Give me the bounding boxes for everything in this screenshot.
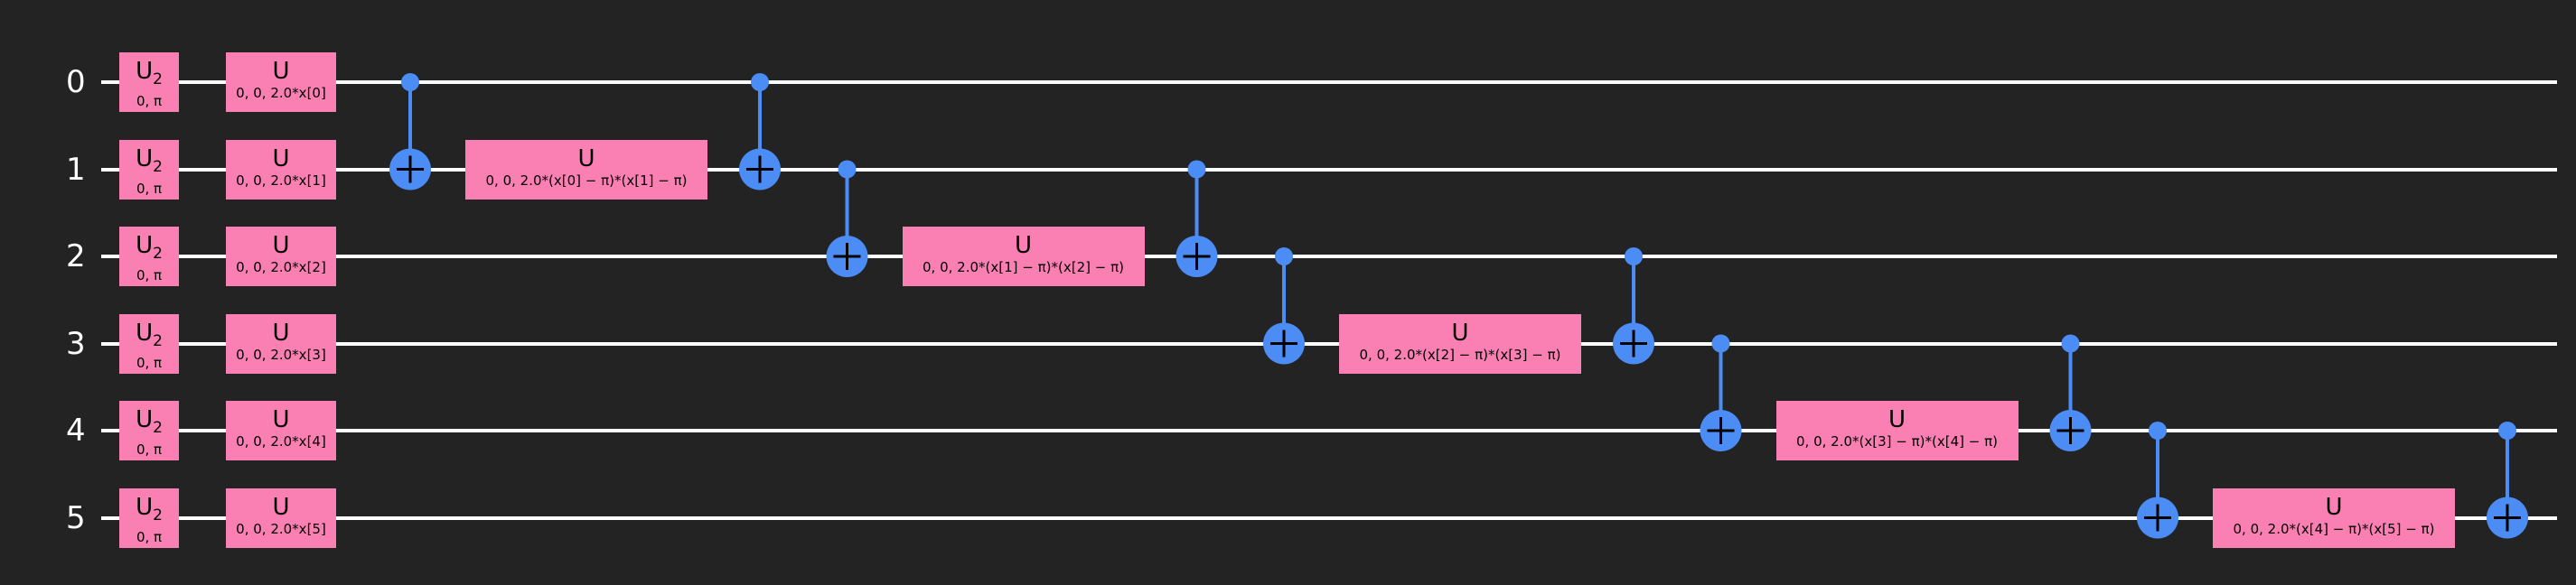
qubit-wire-2 — [101, 255, 2557, 258]
cnot-control-dot — [2498, 422, 2516, 440]
qubit-label: 2 — [66, 238, 86, 274]
qubit-wire-3 — [101, 341, 2557, 346]
gate-title: U — [272, 58, 290, 85]
gate-title: U — [272, 493, 290, 521]
u2-subscript: 2 — [153, 419, 163, 438]
gate-title: U2 — [119, 140, 179, 181]
gate-title: U — [272, 232, 290, 259]
gate-params: 0, 0, 2.0*x[2] — [236, 259, 326, 275]
qubit-wire-4 — [101, 429, 2557, 432]
qubit-wire-0 — [101, 80, 2557, 84]
gate-params: 0, 0, 2.0*x[1] — [236, 172, 326, 189]
cnot-target-icon — [2049, 410, 2092, 451]
qubit-label: 5 — [66, 499, 86, 536]
gate-title: U — [1451, 319, 1469, 347]
gate-params: 0, π — [136, 528, 163, 545]
gate-title: U — [272, 406, 290, 433]
cnot-control-dot — [838, 160, 857, 179]
u2-label: U — [136, 232, 154, 259]
gate-title: U — [2325, 493, 2343, 521]
qubit-label: 1 — [66, 151, 86, 188]
gate-title: U — [272, 144, 290, 172]
gate-title: U2 — [119, 488, 179, 529]
gate-params: 0, 0, 2.0*(x[0] − π)*(x[1] − π) — [485, 172, 688, 189]
u2-label: U — [136, 319, 154, 347]
cnot-control-dot — [2061, 334, 2080, 353]
gate-title: U2 — [119, 401, 179, 441]
cnot-control-dot — [1625, 247, 1643, 265]
cnot-target-icon — [1176, 236, 1218, 277]
cnot-control-dot — [1275, 247, 1293, 265]
qubit-wire-1 — [101, 167, 2557, 172]
cnot-control-dot — [1711, 334, 1730, 353]
gate-params: 0, 0, 2.0*(x[4] − π)*(x[5] − π) — [2233, 520, 2435, 537]
gate-params: 0, 0, 2.0*x[4] — [236, 433, 326, 450]
gate-title: U — [1888, 406, 1906, 433]
u2-subscript: 2 — [153, 245, 163, 264]
qubit-label: 0 — [66, 64, 86, 100]
u2-subscript: 2 — [153, 70, 163, 89]
cnot-target-icon — [1613, 322, 1654, 365]
gate-params: 0, 0, 2.0*x[3] — [236, 346, 326, 363]
qubit-wire-5 — [101, 515, 2557, 520]
cnot-target-icon — [2137, 497, 2178, 539]
u2-subscript: 2 — [153, 157, 163, 176]
cnot-control-dot — [401, 73, 419, 91]
u2-subscript: 2 — [153, 506, 163, 525]
u2-label: U — [136, 493, 154, 521]
qubit-label: 4 — [66, 413, 86, 449]
cnot-control-dot — [1187, 160, 1206, 179]
u2-subscript: 2 — [153, 331, 163, 350]
gate-params: 0, 0, 2.0*(x[2] − π)*(x[3] − π) — [1359, 346, 1561, 363]
gate-title: U — [577, 144, 595, 172]
cnot-target-icon — [1700, 410, 1742, 451]
gate-params: 0, π — [136, 441, 163, 459]
gate-params: 0, π — [136, 267, 163, 284]
gate-params: 0, 0, 2.0*(x[3] − π)*(x[4] − π) — [1796, 433, 1998, 450]
gate-params: 0, π — [136, 93, 163, 110]
gate-params: 0, 0, 2.0*x[0] — [236, 85, 326, 101]
cnot-target-icon — [739, 148, 781, 190]
gate-title: U — [1014, 232, 1033, 259]
cnot-target-icon — [389, 148, 431, 190]
cnot-control-dot — [2149, 422, 2167, 440]
gate-title: U — [272, 319, 290, 347]
u2-label: U — [136, 144, 154, 172]
gate-params: 0, π — [136, 354, 163, 371]
u2-label: U — [136, 406, 154, 433]
u2-label: U — [136, 58, 154, 85]
gate-title: U2 — [119, 314, 179, 355]
gate-params: 0, 0, 2.0*x[5] — [236, 520, 326, 537]
gate-params: 0, π — [136, 180, 163, 197]
gate-title: U2 — [119, 52, 179, 93]
cnot-target-icon — [826, 236, 868, 277]
cnot-target-icon — [2487, 497, 2528, 539]
gate-params: 0, 0, 2.0*(x[1] − π)*(x[2] − π) — [923, 259, 1124, 275]
cnot-control-dot — [751, 73, 769, 91]
qubit-label: 3 — [66, 325, 86, 362]
gate-title: U2 — [119, 227, 179, 267]
cnot-target-icon — [1263, 322, 1305, 365]
